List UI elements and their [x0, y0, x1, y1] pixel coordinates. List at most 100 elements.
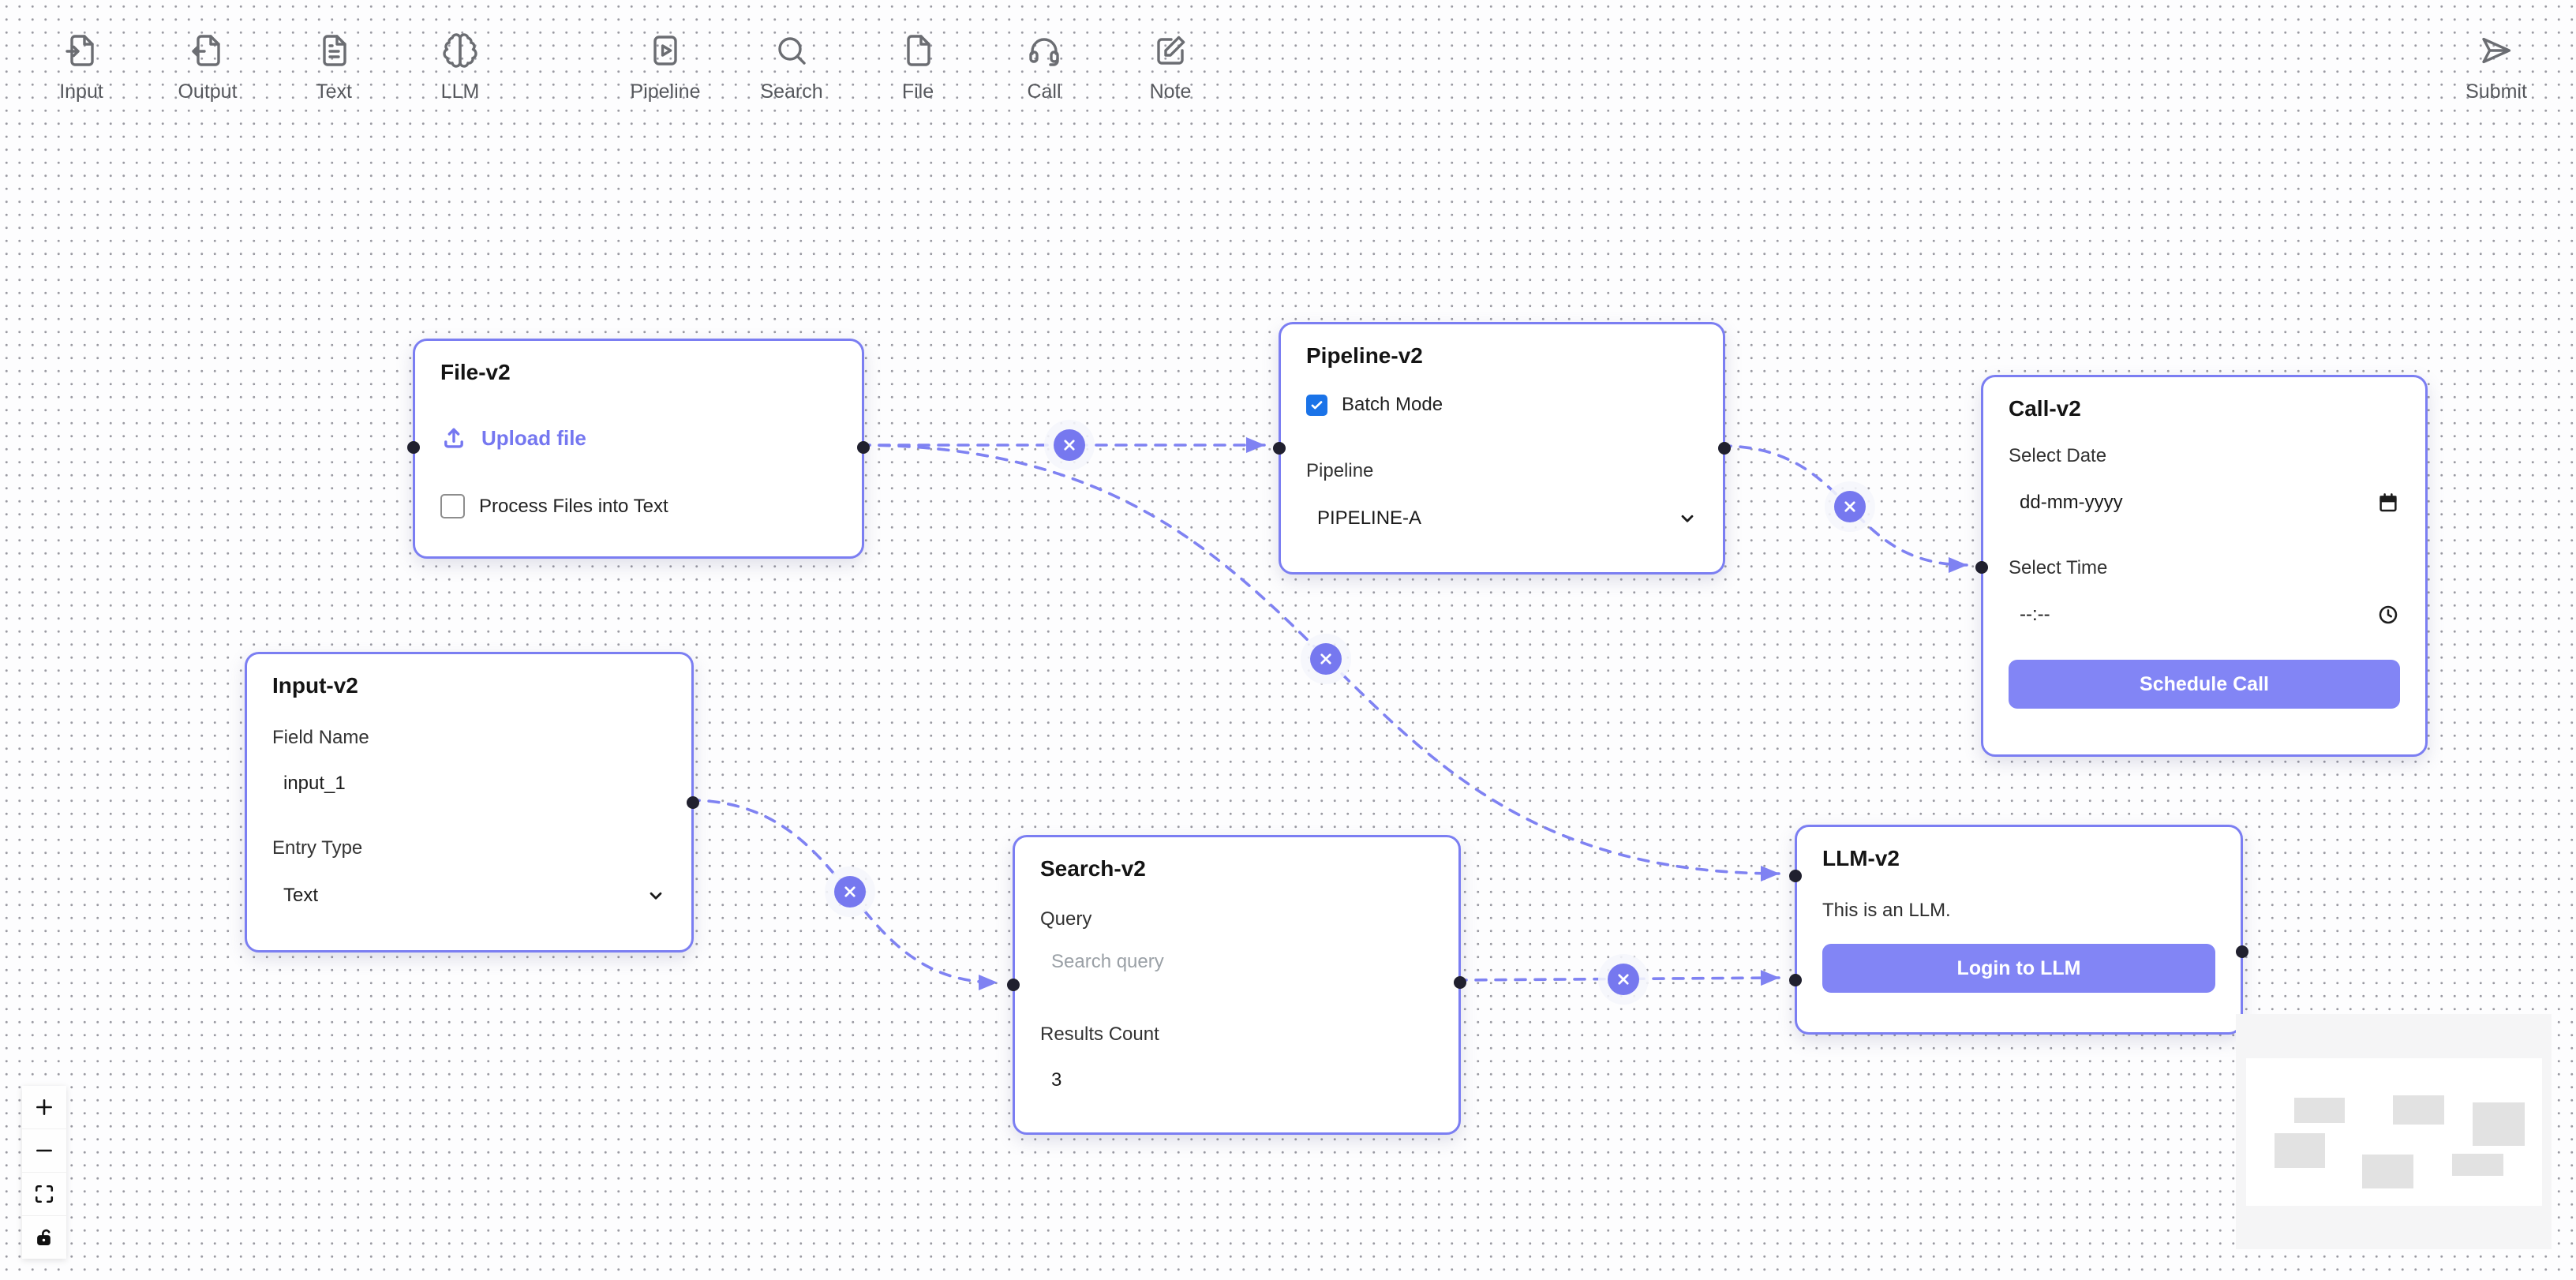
- minus-icon: [36, 1149, 52, 1152]
- batch-mode-label: Batch Mode: [1342, 394, 1443, 415]
- process-files-label: Process Files into Text: [479, 495, 668, 517]
- edge-input-to-search[interactable]: [687, 799, 998, 990]
- query-input[interactable]: [1051, 951, 1433, 973]
- node-call-v2[interactable]: Call-v2 Select Date Select Time Schedule…: [1975, 375, 2428, 757]
- minimap-node-file: [2294, 1098, 2345, 1123]
- node-file-v2[interactable]: File-v2 Upload file Process Files into T…: [407, 339, 870, 559]
- process-files-checkbox[interactable]: [440, 494, 465, 518]
- file-output-icon: [192, 35, 220, 66]
- minimap-node-call: [2473, 1102, 2525, 1146]
- toolbar-item-label: Note: [1149, 80, 1192, 103]
- toolbar-item-input[interactable]: Input: [34, 32, 129, 134]
- toolbar-item-label: Input: [59, 80, 103, 103]
- pipeline-select[interactable]: PIPELINE-A: [1317, 507, 1698, 530]
- node-title: LLM-v2: [1822, 846, 1900, 870]
- edge-delete-button[interactable]: [1834, 491, 1866, 522]
- date-input-field[interactable]: [2020, 492, 2286, 514]
- field-name-label: Field Name: [272, 727, 369, 748]
- field-name-input[interactable]: [283, 773, 666, 795]
- handle-source[interactable]: [2236, 945, 2248, 958]
- close-icon: [1320, 653, 1331, 664]
- handle-source[interactable]: [857, 441, 870, 454]
- toolbar-item-output[interactable]: Output: [160, 32, 255, 134]
- unlock-icon: [37, 1229, 51, 1245]
- edge-delete-button[interactable]: [1054, 429, 1085, 461]
- close-icon: [1844, 501, 1855, 512]
- edge-delete-button[interactable]: [1608, 964, 1639, 995]
- toolbar-item-label: File: [901, 80, 934, 103]
- pipeline-select-label: Pipeline: [1306, 460, 1374, 481]
- toolbar-item-call[interactable]: Call: [997, 32, 1091, 134]
- close-icon: [1618, 974, 1629, 985]
- toolbar-item-pipeline[interactable]: Pipeline: [618, 32, 713, 134]
- entry-type-select[interactable]: Text: [283, 885, 666, 907]
- toolbar-item-label: Search: [760, 80, 823, 103]
- batch-mode-checkbox[interactable]: [1306, 394, 1327, 416]
- zoom-in-button[interactable]: [22, 1086, 66, 1129]
- handle-source[interactable]: [1454, 976, 1466, 989]
- note-edit-icon: [1157, 36, 1185, 65]
- edge-delete-button[interactable]: [834, 876, 866, 908]
- clock-icon[interactable]: [2376, 603, 2400, 627]
- magnifier-icon: [778, 37, 806, 65]
- handle-target[interactable]: [1789, 974, 1802, 986]
- date-input[interactable]: [2020, 491, 2400, 515]
- entry-type-value: Text: [283, 885, 319, 906]
- toolbar-item-search[interactable]: Search: [744, 32, 839, 134]
- results-count-input[interactable]: [1051, 1069, 1433, 1091]
- lock-toggle-button[interactable]: [22, 1216, 66, 1259]
- toolbar-item-label: Pipeline: [630, 80, 701, 103]
- node-title: Input-v2: [272, 673, 358, 698]
- upload-file-button[interactable]: Upload file: [440, 425, 837, 451]
- chevron-down-icon: [1681, 515, 1694, 522]
- node-search-v2[interactable]: Search-v2 Query Results Count: [1007, 835, 1466, 1135]
- handle-target[interactable]: [1273, 442, 1286, 455]
- toolbar-item-label: Call: [1027, 80, 1061, 103]
- query-label: Query: [1040, 908, 1092, 930]
- node-llm-v2[interactable]: LLM-v2 This is an LLM. Login to LLM: [1789, 825, 2248, 1035]
- toolbar-item-label: Output: [178, 80, 238, 103]
- node-input-v2[interactable]: Input-v2 Field Name Entry Type Text: [245, 652, 699, 953]
- submit-button[interactable]: Submit: [2449, 32, 2544, 134]
- close-icon: [1064, 440, 1075, 451]
- time-input[interactable]: [2020, 603, 2400, 627]
- zoom-out-button[interactable]: [22, 1129, 66, 1173]
- toolbar-item-file[interactable]: File: [871, 32, 965, 134]
- handle-target[interactable]: [1975, 561, 1988, 574]
- handle-target[interactable]: [1007, 979, 1020, 991]
- llm-description: This is an LLM.: [1822, 900, 1951, 921]
- submit-label: Submit: [2466, 80, 2527, 103]
- node-pipeline-v2[interactable]: Pipeline-v2 Batch Mode Pipeline PIPELINE…: [1273, 322, 1731, 575]
- node-title: Search-v2: [1040, 856, 1146, 881]
- minimap-node-llm: [2452, 1154, 2503, 1176]
- toolbar-item-text[interactable]: Text: [286, 32, 381, 134]
- handle-target[interactable]: [1789, 870, 1802, 882]
- upload-icon: [444, 428, 463, 448]
- file-input-icon: [66, 35, 94, 66]
- calendar-icon[interactable]: [2376, 491, 2400, 515]
- handle-target[interactable]: [407, 441, 420, 454]
- toolbar-item-label: Text: [316, 80, 352, 103]
- handle-source[interactable]: [687, 796, 699, 809]
- node-title: Call-v2: [2009, 396, 2081, 421]
- toolbar-item-label: LLM: [440, 80, 480, 103]
- file-text-icon: [323, 35, 346, 66]
- close-icon: [844, 886, 856, 897]
- upload-file-label: Upload file: [481, 425, 586, 450]
- fit-view-icon: [35, 1185, 54, 1203]
- time-input-field[interactable]: [2020, 604, 2286, 626]
- headset-icon: [1029, 38, 1059, 66]
- schedule-call-button[interactable]: Schedule Call: [2009, 660, 2400, 709]
- toolbar-item-llm[interactable]: LLM: [413, 32, 507, 134]
- chevron-down-icon: [650, 892, 662, 900]
- fit-view-button[interactable]: [22, 1173, 66, 1216]
- send-icon: [2482, 37, 2511, 64]
- results-count-label: Results Count: [1040, 1024, 1159, 1045]
- toolbar-item-note[interactable]: Note: [1123, 32, 1218, 134]
- node-title: Pipeline-v2: [1306, 343, 1423, 368]
- edge-delete-button[interactable]: [1310, 643, 1342, 675]
- login-to-llm-button[interactable]: Login to LLM: [1822, 944, 2215, 993]
- handle-source[interactable]: [1718, 442, 1731, 455]
- minimap[interactable]: [2236, 1014, 2552, 1249]
